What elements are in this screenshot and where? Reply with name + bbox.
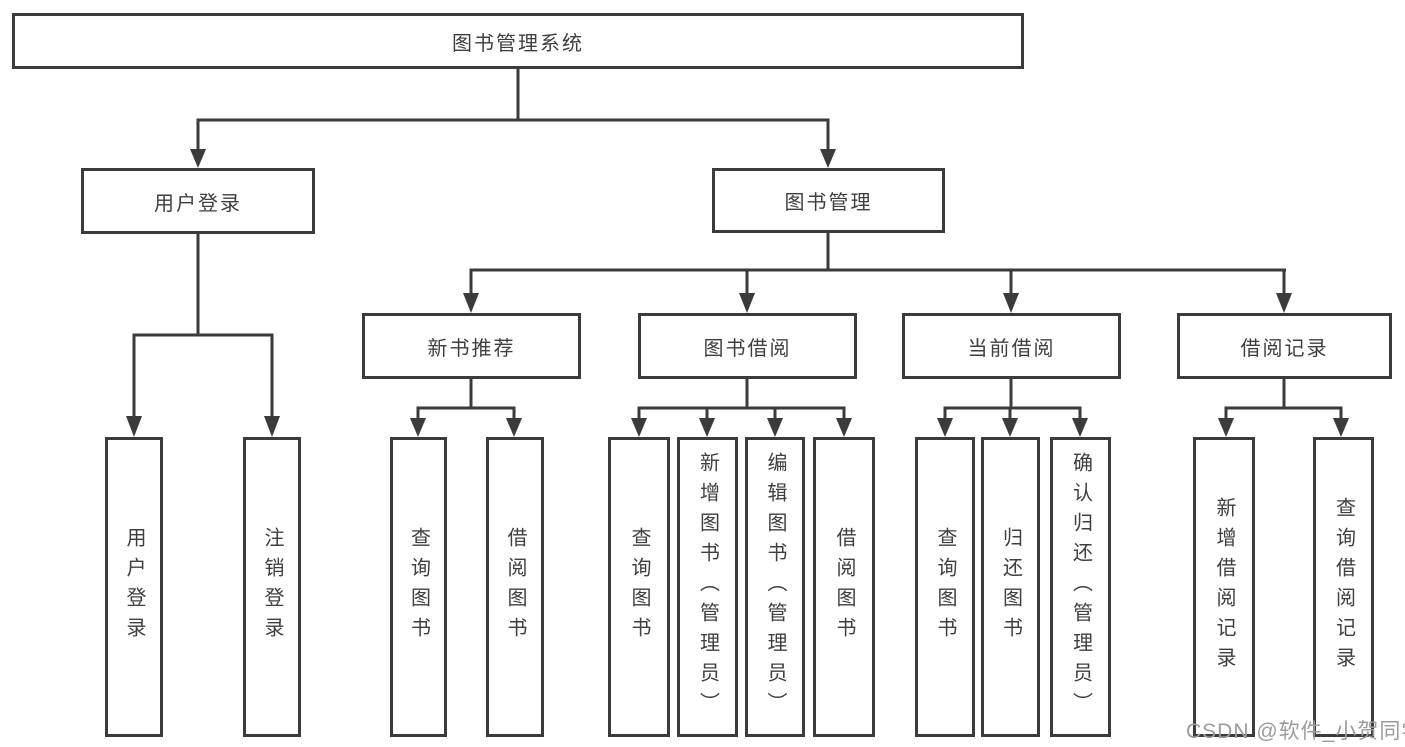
leaf-add-borrow-record: 新增借阅记录: [1193, 437, 1255, 737]
leaf-query-books-recommend: 查询图书: [390, 437, 447, 737]
node-label: 查询借阅记录: [1332, 497, 1355, 677]
node-label: 查询图书: [407, 527, 430, 647]
node-label: 归还图书: [999, 527, 1022, 647]
node-user-login: 用户登录: [81, 168, 315, 234]
leaf-user-login: 用户登录: [105, 437, 163, 737]
leaf-add-books-admin: 新增图书（管理员）: [677, 437, 738, 737]
node-book-management: 图书管理: [712, 168, 945, 233]
watermark: CSDN @软件_小贺同学: [1186, 720, 1405, 743]
node-label: 借阅记录: [1240, 337, 1329, 360]
node-borrow-records: 借阅记录: [1177, 313, 1392, 379]
node-label: 新增图书（管理员）: [696, 452, 719, 722]
leaf-query-books-current: 查询图书: [915, 437, 975, 737]
node-label: 图书管理系统: [452, 32, 584, 55]
leaf-borrow-books: 借阅图书: [813, 437, 875, 737]
node-label: 用户登录: [154, 192, 242, 215]
node-label: 新书推荐: [427, 337, 516, 360]
node-label: 编辑图书（管理员）: [764, 452, 786, 722]
node-label: 用户登录: [123, 527, 145, 647]
node-label: 查询图书: [934, 527, 956, 647]
node-label: 借阅图书: [833, 527, 855, 647]
node-label: 借阅图书: [504, 527, 526, 647]
leaf-logout: 注销登录: [243, 437, 301, 737]
leaf-query-borrow-record: 查询借阅记录: [1313, 437, 1374, 737]
node-library-management-system: 图书管理系统: [12, 13, 1024, 69]
leaf-confirm-return-admin: 确认归还（管理员）: [1050, 437, 1111, 737]
node-label: 确认归还（管理员）: [1069, 452, 1092, 722]
leaf-edit-books-admin: 编辑图书（管理员）: [745, 437, 805, 737]
node-label: 新增借阅记录: [1213, 497, 1235, 677]
leaf-return-books: 归还图书: [981, 437, 1040, 737]
node-label: 查询图书: [628, 527, 650, 647]
node-label: 注销登录: [261, 527, 283, 647]
node-current-borrow: 当前借阅: [902, 313, 1121, 379]
leaf-query-books-borrow: 查询图书: [608, 437, 670, 737]
node-label: 当前借阅: [967, 337, 1056, 360]
node-new-book-recommend: 新书推荐: [362, 313, 581, 379]
node-book-borrow: 图书借阅: [638, 313, 857, 379]
leaf-borrow-books-recommend: 借阅图书: [486, 437, 544, 737]
node-label: 图书管理: [784, 192, 873, 214]
node-label: 图书借阅: [703, 337, 792, 360]
